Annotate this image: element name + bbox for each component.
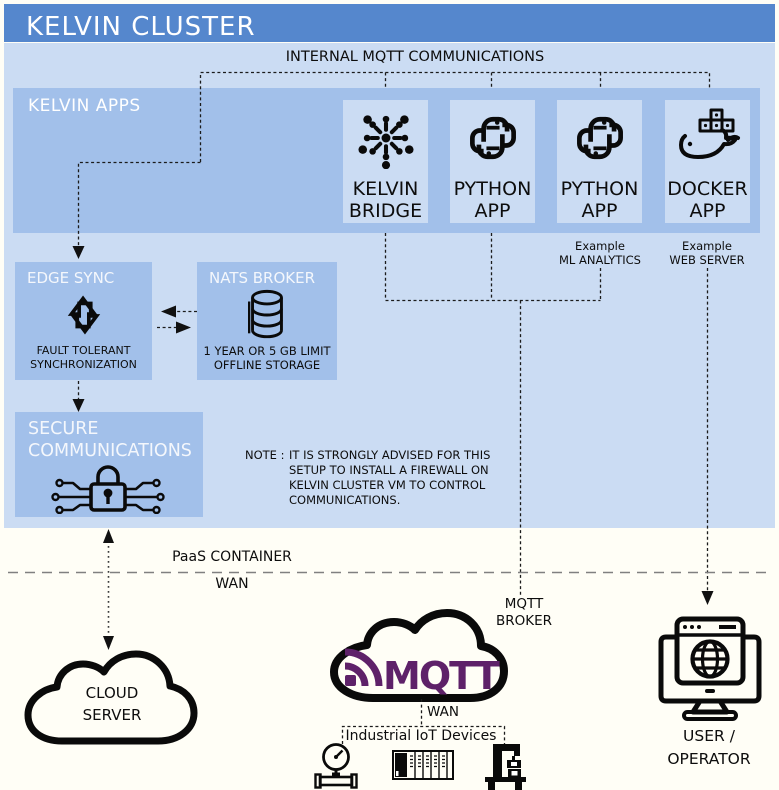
note-line: COMMUNICATIONS.: [289, 493, 401, 507]
app-label-line: APP: [581, 200, 618, 222]
python-icon: [557, 106, 642, 170]
python-icon: [450, 106, 535, 170]
monitor-globe-icon: [655, 615, 765, 721]
mqtt-logo-text: MQTT: [383, 654, 500, 698]
note-line: KELVIN CLUSTER VM TO CONTROL: [289, 478, 486, 492]
kelvin-apps-title: KELVIN APPS: [28, 96, 141, 116]
cloud-icon: [18, 645, 206, 747]
user-operator-label: USER / OPERATOR: [667, 727, 751, 768]
edge-sync-box: EDGE SYNC FAULT TOLERANT SYNCHRONIZATION: [15, 262, 152, 380]
nats-broker-title: NATS BROKER: [209, 269, 316, 287]
docker-icon: [665, 106, 750, 170]
example-web-server: Example WEB SERVER: [669, 239, 745, 267]
app-box-python-1: PYTHON APP: [450, 100, 535, 223]
app-label-line: APP: [474, 200, 511, 222]
app-box-python-2: PYTHON APP: [557, 100, 642, 223]
note-line: IT IS STRONGLY ADVISED FOR THIS: [289, 448, 491, 462]
internal-mqtt-label: INTERNAL MQTT COMMUNICATIONS: [285, 49, 545, 65]
robot-icon: [481, 742, 531, 790]
edge-sync-caption: FAULT TOLERANT: [36, 344, 131, 357]
page-title: KELVIN CLUSTER: [26, 12, 256, 42]
plc-icon: [392, 750, 454, 780]
database-icon: [243, 288, 291, 342]
app-box-docker: DOCKER APP: [665, 100, 750, 223]
mqtt-broker-label: MQTT BROKER: [495, 596, 553, 629]
wan-lower-label: WAN: [427, 704, 459, 720]
app-label-line: DOCKER: [667, 178, 748, 200]
app-label-line: PYTHON: [560, 178, 639, 200]
sync-arrows-icon: [57, 288, 111, 342]
edge-sync-title: EDGE SYNC: [27, 269, 115, 287]
secure-comms-title: SECURE: [28, 419, 99, 439]
wan-upper-label: WAN: [215, 576, 249, 592]
mqtt-cloud-icon: MQTT: [328, 600, 513, 706]
nats-broker-box: NATS BROKER 1 YEAR OR 5 GB LIMIT OFFLINE…: [197, 262, 337, 380]
app-label-line: PYTHON: [453, 178, 532, 200]
gauge-icon: [313, 742, 359, 790]
lock-circuit-icon: [46, 460, 170, 514]
edge-sync-caption: SYNCHRONIZATION: [30, 358, 137, 371]
firewall-note: NOTE : IT IS STRONGLY ADVISED FOR THIS S…: [245, 448, 490, 508]
nats-broker-caption: 1 YEAR OR 5 GB LIMIT: [203, 344, 331, 358]
paas-container-label: PaaS CONTAINER: [172, 549, 292, 565]
mqtt-logo-icon: [344, 648, 383, 687]
kelvin-bridge-icon: [343, 106, 428, 170]
note-prefix: NOTE :: [245, 448, 285, 462]
app-label-line: BRIDGE: [348, 200, 423, 222]
example-ml-analytics: Example ML ANALYTICS: [559, 239, 641, 267]
app-label-line: APP: [689, 200, 726, 222]
app-label-line: KELVIN: [352, 178, 419, 200]
secure-comms-title: COMMUNICATIONS: [28, 441, 192, 461]
cloud-server-label: CLOUD SERVER: [82, 684, 142, 724]
note-line: SETUP TO INSTALL A FIREWALL ON: [289, 463, 489, 477]
nats-broker-caption: OFFLINE STORAGE: [213, 358, 321, 372]
header-bar: KELVIN CLUSTER: [4, 4, 775, 42]
app-box-kelvin-bridge: KELVIN BRIDGE: [343, 100, 428, 223]
secure-comms-box: SECURE COMMUNICATIONS: [15, 412, 203, 517]
